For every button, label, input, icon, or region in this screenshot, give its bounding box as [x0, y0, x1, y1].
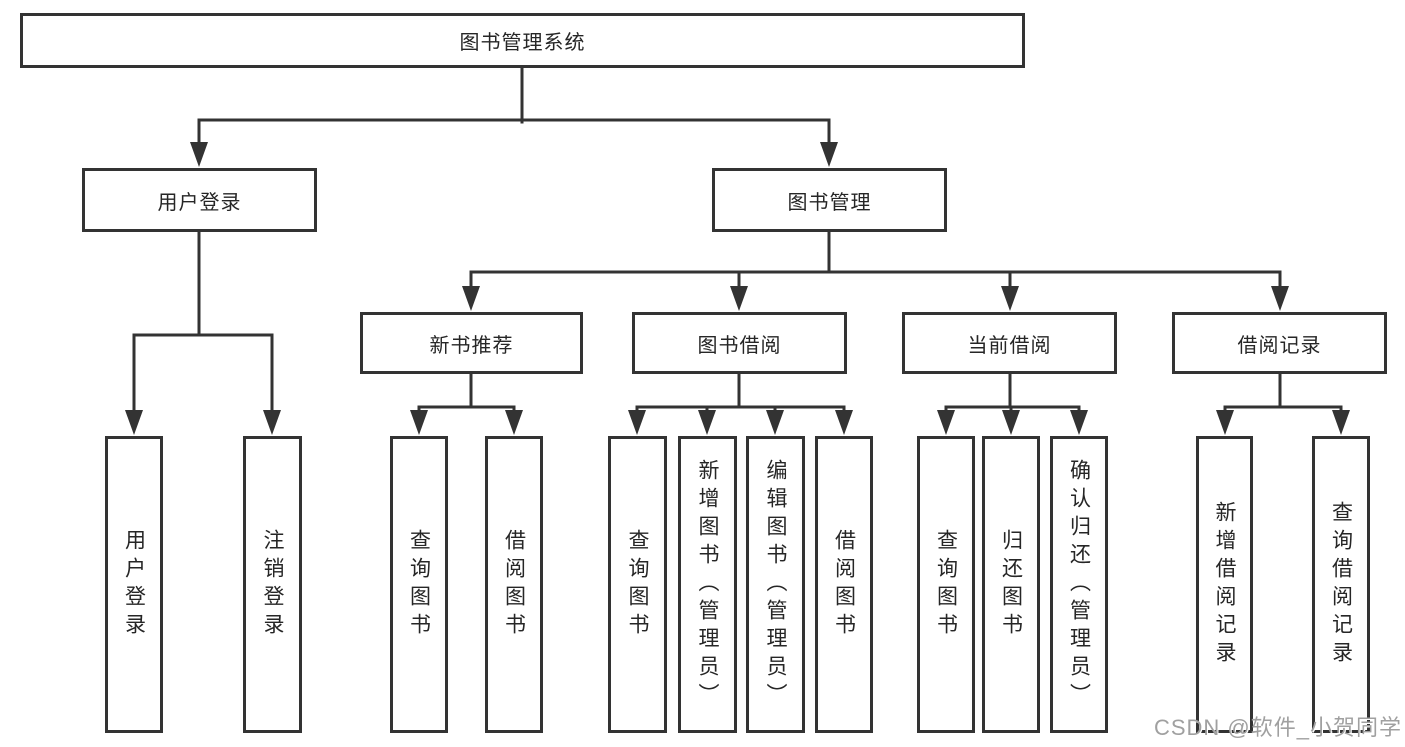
node-label: 确认归还（管理员） — [1067, 458, 1091, 711]
node-label: 用户登录 — [157, 191, 242, 214]
node-label: 借阅记录 — [1237, 334, 1322, 357]
node-recommend-borrow-books: 借阅图书 — [485, 436, 543, 733]
node-current-return-books: 归还图书 — [982, 436, 1040, 733]
node-new-book-recommendation: 新书推荐 — [360, 312, 583, 374]
node-label: 图书管理系统 — [459, 32, 586, 54]
node-label: 查询图书 — [934, 528, 958, 641]
node-label: 图书借阅 — [697, 334, 782, 357]
node-label: 借阅图书 — [832, 528, 856, 641]
node-label: 查询图书 — [407, 528, 431, 641]
node-book-borrowing: 图书借阅 — [632, 312, 847, 374]
arrowhead-icons — [125, 142, 1350, 435]
node-recommend-query-books: 查询图书 — [390, 436, 448, 733]
node-label: 查询图书 — [626, 528, 649, 641]
node-user-login: 用户登录 — [82, 168, 317, 232]
node-library-management-system: 图书管理系统 — [20, 13, 1025, 68]
node-logout: 注销登录 — [243, 436, 302, 733]
node-book-management: 图书管理 — [712, 168, 947, 232]
node-label: 新增图书（管理员） — [696, 458, 719, 711]
node-records-query-record: 查询借阅记录 — [1312, 436, 1370, 733]
node-label: 归还图书 — [999, 528, 1023, 641]
node-label: 用户登录 — [122, 528, 146, 641]
node-borrow-query-books: 查询图书 — [608, 436, 667, 733]
node-label: 查询借阅记录 — [1329, 500, 1353, 669]
node-current-query-books: 查询图书 — [917, 436, 975, 733]
node-borrow-edit-books-admin: 编辑图书（管理员） — [746, 436, 805, 733]
node-records-add-record: 新增借阅记录 — [1196, 436, 1253, 733]
node-user-login-leaf: 用户登录 — [105, 436, 163, 733]
node-borrowing-records: 借阅记录 — [1172, 312, 1387, 374]
node-label: 注销登录 — [261, 528, 284, 641]
csdn-watermark: CSDN @软件_小贺同学 — [1153, 715, 1402, 740]
node-label: 当前借阅 — [967, 334, 1052, 357]
node-borrow-add-books-admin: 新增图书（管理员） — [678, 436, 737, 733]
node-label: 新书推荐 — [429, 334, 514, 357]
node-label: 图书管理 — [787, 191, 872, 214]
node-label: 编辑图书（管理员） — [764, 458, 787, 711]
node-borrow-borrow-books: 借阅图书 — [815, 436, 873, 733]
node-label: 借阅图书 — [502, 528, 526, 641]
node-label: 新增借阅记录 — [1213, 500, 1236, 669]
node-current-borrowing: 当前借阅 — [902, 312, 1117, 374]
node-current-confirm-return-admin: 确认归还（管理员） — [1050, 436, 1108, 733]
